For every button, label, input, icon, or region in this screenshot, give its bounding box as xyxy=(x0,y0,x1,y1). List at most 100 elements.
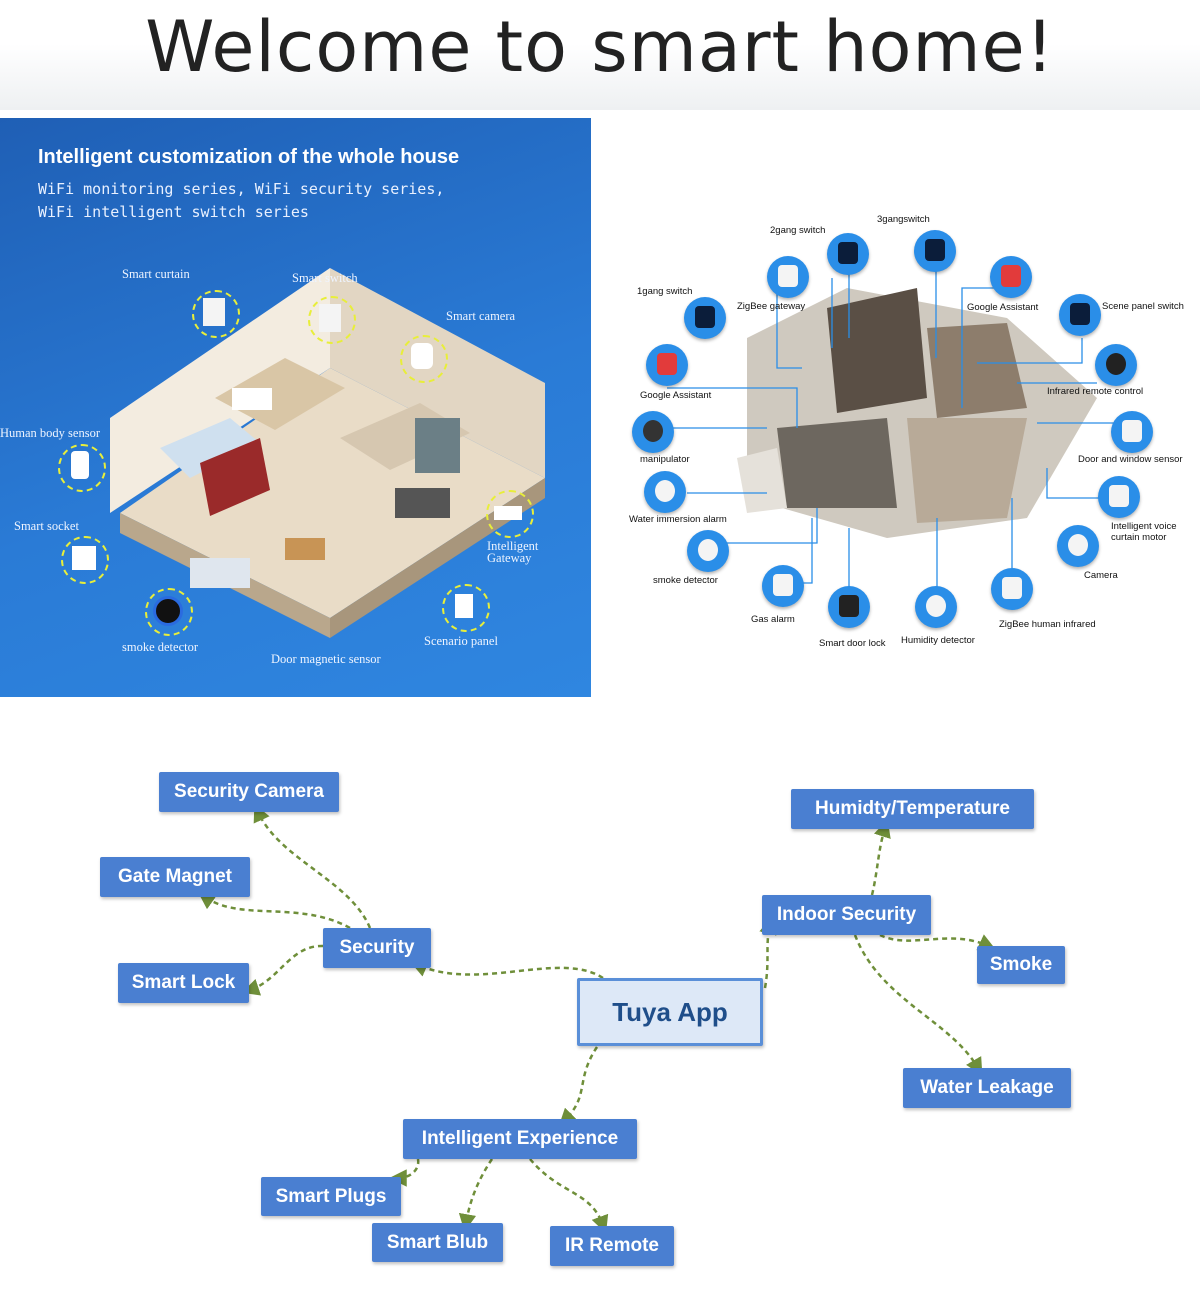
label-water-immersion-alarm: Water immersion alarm xyxy=(629,514,727,525)
human-body-sensor-ring xyxy=(58,444,106,492)
label-zigbee-gateway: ZigBee gateway xyxy=(737,301,806,312)
label-zigbee-human-infrared: ZigBee human infrared xyxy=(999,619,1096,630)
header-band xyxy=(0,0,1200,110)
label-smart-curtain: Smart curtain xyxy=(122,267,190,281)
intelligent-gateway-ring xyxy=(486,490,534,538)
edge-security-gate xyxy=(197,891,351,930)
house-illustration xyxy=(110,268,545,638)
zigbee-human-infrared-icon xyxy=(991,568,1033,610)
smoke-detector-ring xyxy=(145,588,193,636)
door-window-sensor-icon xyxy=(1111,411,1153,453)
red-wall xyxy=(200,438,270,516)
label-scene-panel-switch: Scene panel switch xyxy=(1102,301,1184,312)
dining-table xyxy=(285,538,325,560)
floorplan-connectors xyxy=(667,263,1117,588)
camera-icon xyxy=(1057,525,1099,567)
label-door-magnetic-sensor: Door magnetic sensor xyxy=(271,652,381,666)
curtain-device xyxy=(203,298,225,326)
label-smart-door-lock: Smart door lock xyxy=(819,638,886,649)
socket-device xyxy=(72,546,96,570)
label-door-window-sensor: Door and window sensor xyxy=(1078,454,1183,465)
bed xyxy=(232,388,272,410)
glass-door xyxy=(415,418,460,473)
whole-house-subtitle-1: WiFi monitoring series, WiFi security se… xyxy=(38,180,445,198)
label-smart-camera: Smart camera xyxy=(446,309,516,323)
label-2gang-switch: 2gang switch xyxy=(770,225,826,236)
label-intelligent-gateway-2: Gateway xyxy=(487,551,532,565)
edge-indoor-humidity xyxy=(870,819,891,896)
device-floorplan-panel: 3gangswitch 2gang switch 1gang switch Zi… xyxy=(627,168,1200,697)
voice-curtain-motor-icon xyxy=(1098,476,1140,518)
node-water-leakage[interactable]: Water Leakage xyxy=(903,1068,1071,1108)
google-assistant-left-icon xyxy=(646,344,688,386)
node-smart-plugs[interactable]: Smart Plugs xyxy=(261,1177,401,1216)
label-3gang-switch: 3gangswitch xyxy=(877,214,930,225)
node-intelligent-experience[interactable]: Intelligent Experience xyxy=(403,1119,637,1159)
label-human-body-sensor: Human body sensor xyxy=(0,426,100,440)
label-camera: Camera xyxy=(1084,570,1118,581)
node-indoor-security[interactable]: Indoor Security xyxy=(762,895,931,935)
smart-socket-ring xyxy=(61,536,109,584)
three-gang-switch-device-icon xyxy=(914,230,956,272)
floorplan-illustration xyxy=(667,263,1117,588)
bedroom-floor xyxy=(215,358,345,430)
node-tuya-app[interactable]: Tuya App xyxy=(577,978,763,1046)
label-scenario-panel: Scenario panel xyxy=(424,634,498,648)
edge-indoor-smoke xyxy=(879,933,996,951)
node-smoke[interactable]: Smoke xyxy=(977,946,1065,984)
node-smart-lock[interactable]: Smart Lock xyxy=(118,963,249,1003)
label-1gang-switch: 1gang switch xyxy=(637,286,693,297)
sofa xyxy=(395,488,450,518)
node-smart-blub[interactable]: Smart Blub xyxy=(372,1223,503,1262)
label-smart-socket: Smart socket xyxy=(14,519,79,533)
three-gang-switch-icon xyxy=(827,233,869,275)
gateway-device xyxy=(494,506,522,520)
floorplan-room-2 xyxy=(927,323,1027,418)
label-google-assistant-left: Google Assistant xyxy=(640,390,712,401)
label-smoke-detector: smoke detector xyxy=(653,575,718,586)
switch-device xyxy=(319,304,341,332)
node-ir-remote[interactable]: IR Remote xyxy=(550,1226,674,1266)
page-title: Welcome to smart home! xyxy=(145,6,1055,88)
scenario-panel-ring xyxy=(442,584,490,632)
water-immersion-alarm-icon xyxy=(644,471,686,513)
camera-device xyxy=(411,343,433,369)
label-manipulator: manipulator xyxy=(640,454,690,465)
label-google-assistant-top: Google Assistant xyxy=(967,302,1039,313)
label-smoke-detector: smoke detector xyxy=(122,640,199,654)
smart-switch-ring xyxy=(308,296,356,344)
floorplan-room-3 xyxy=(777,418,897,508)
label-smart-switch: Smart switch xyxy=(292,271,358,285)
floorplan-room-5 xyxy=(737,448,787,513)
whole-house-subtitle-2: WiFi intelligent switch series xyxy=(38,203,309,221)
google-assistant-top-icon xyxy=(990,256,1032,298)
node-humidity-temperature[interactable]: Humidty/Temperature xyxy=(791,789,1034,829)
edge-security-lock xyxy=(241,944,324,996)
manipulator-icon xyxy=(632,411,674,453)
humidity-detector-icon xyxy=(915,586,957,628)
kids-room-floor xyxy=(160,418,260,478)
edge-security-camera xyxy=(253,804,372,929)
kitchen xyxy=(190,558,250,588)
label-intelligent-voice-2: curtain motor xyxy=(1111,532,1167,543)
smart-curtain-ring xyxy=(192,290,240,338)
label-humidity-detector: Humidity detector xyxy=(901,635,975,646)
floorplan-room-1 xyxy=(827,288,927,413)
node-gate-magnet[interactable]: Gate Magnet xyxy=(100,857,250,897)
tuya-mindmap: Tuya App Security Security Camera Gate M… xyxy=(0,700,1200,1300)
label-intelligent-gateway-1: Intelligent xyxy=(487,539,539,553)
one-gang-switch-icon xyxy=(684,297,726,339)
whole-house-heading: Intelligent customization of the whole h… xyxy=(38,146,460,168)
node-security[interactable]: Security xyxy=(323,928,431,968)
gas-alarm-icon xyxy=(762,565,804,607)
zigbee-gateway-icon xyxy=(767,256,809,298)
whole-house-panel: Intelligent customization of the whole h… xyxy=(0,118,591,697)
edge-root-experience xyxy=(558,1046,599,1127)
label-infrared-remote: Infrared remote control xyxy=(1047,386,1144,397)
human-body-sensor-device xyxy=(71,451,89,479)
smart-camera-ring xyxy=(400,335,448,383)
smart-door-lock-icon xyxy=(828,586,870,628)
node-security-camera[interactable]: Security Camera xyxy=(159,772,339,812)
scenario-panel-device xyxy=(455,594,473,618)
edge-experience-ir xyxy=(529,1158,609,1234)
